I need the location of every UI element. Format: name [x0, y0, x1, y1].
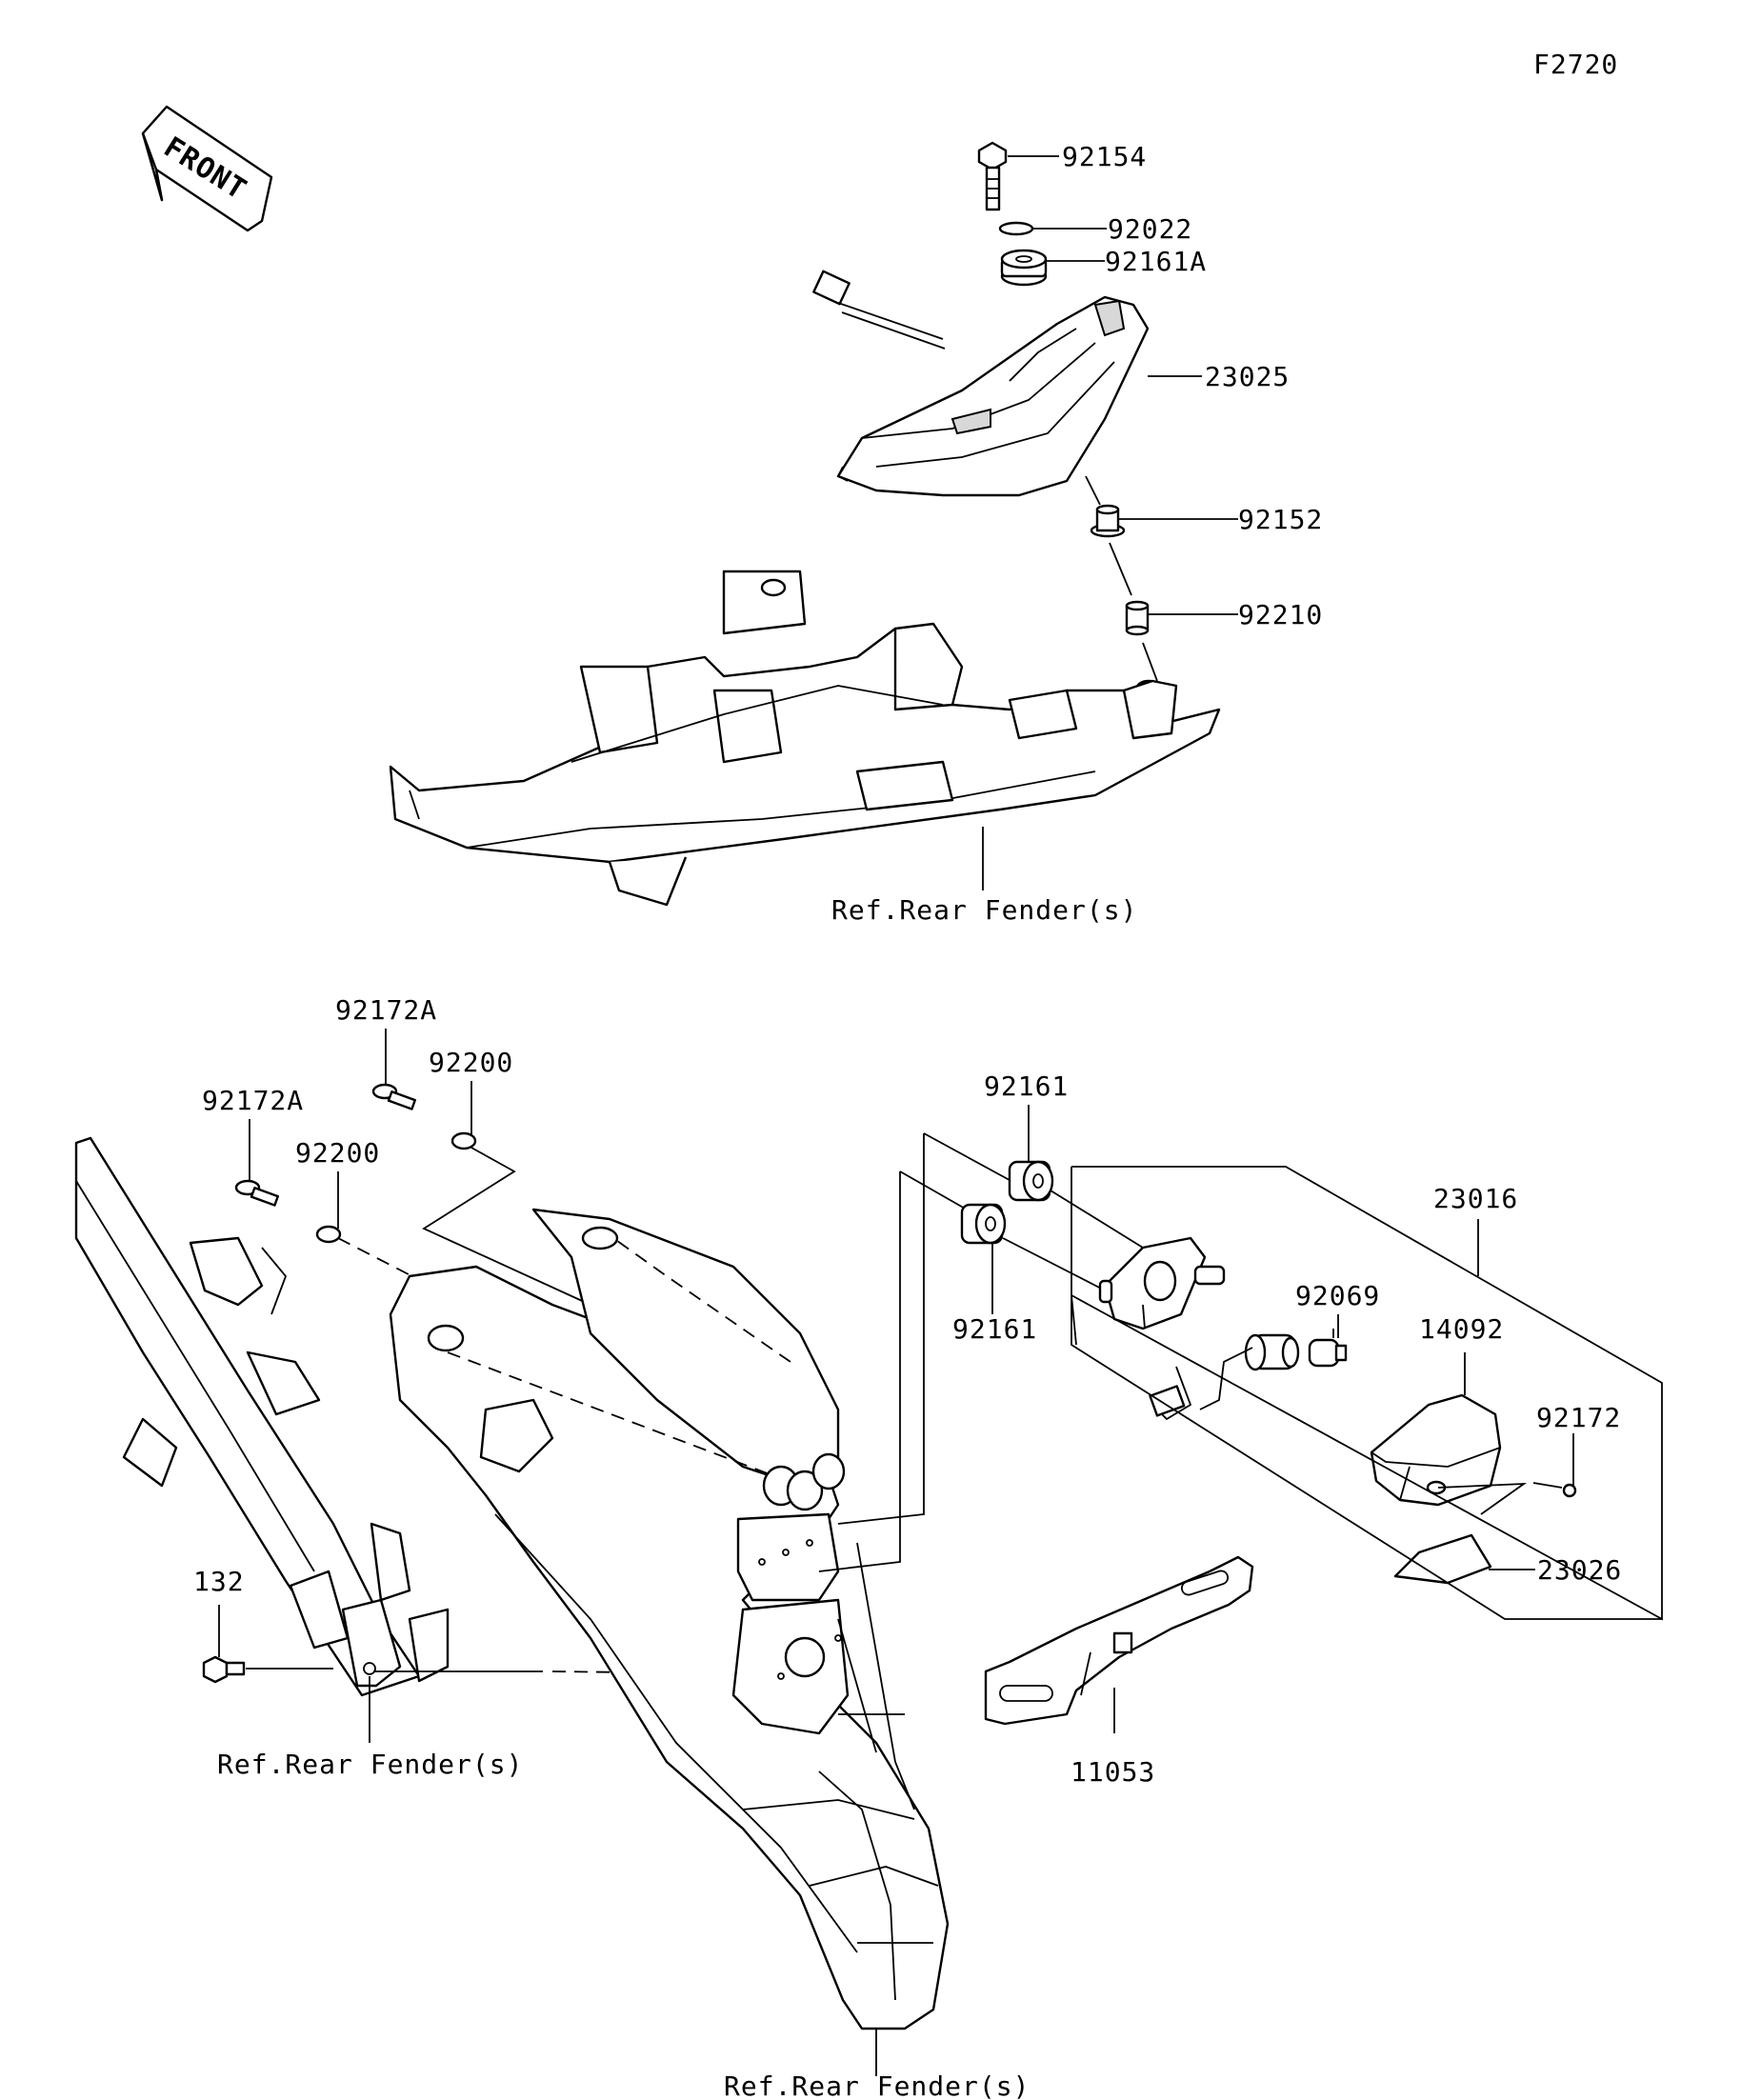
- tail-lamp-23025: [812, 270, 1150, 497]
- lamp-cover-14092: [1370, 1393, 1502, 1507]
- lamp-socket: [1098, 1236, 1226, 1330]
- lens-23026: [1393, 1533, 1492, 1585]
- label-92172: 92172: [1536, 1402, 1621, 1433]
- rear-fender-upper: [389, 570, 1221, 907]
- bulb-92069: [1308, 1338, 1348, 1368]
- label-ref-fender-bottom: Ref.Rear Fender(s): [724, 2070, 1030, 2100]
- bolt-92154: [977, 141, 1008, 211]
- washer-92200-lower: [315, 1225, 342, 1244]
- grommet-92161A: [1000, 249, 1048, 287]
- label-132: 132: [193, 1566, 245, 1597]
- collar-92152: [1090, 504, 1126, 538]
- rear-fender-main: [389, 1208, 950, 2030]
- label-14092: 14092: [1419, 1313, 1504, 1345]
- license-bracket-11053: [984, 1555, 1254, 1726]
- bolt-132: [202, 1655, 246, 1684]
- front-arrow-icon: FRONT: [141, 105, 273, 232]
- label-23016: 23016: [1433, 1183, 1518, 1214]
- label-92152: 92152: [1238, 504, 1323, 535]
- group-box-23016: [1071, 1166, 1663, 1621]
- diagram-code: F2720: [1533, 49, 1618, 80]
- screw-92172A-lower: [234, 1179, 280, 1207]
- label-92172A-upper: 92172A: [335, 994, 437, 1026]
- label-ref-fender-top: Ref.Rear Fender(s): [831, 894, 1137, 926]
- label-11053: 11053: [1071, 1756, 1155, 1788]
- washer-92200-upper: [450, 1131, 477, 1150]
- label-92210: 92210: [1238, 599, 1323, 630]
- label-23025: 23025: [1205, 361, 1290, 392]
- label-ref-fender-left: Ref.Rear Fender(s): [217, 1749, 523, 1780]
- screw-92172: [1532, 1482, 1577, 1498]
- label-92161A: 92161A: [1105, 246, 1207, 277]
- label-92161-lower: 92161: [952, 1313, 1037, 1345]
- grommet-92161-lower: [960, 1203, 1007, 1245]
- screw-92172A-upper: [371, 1083, 417, 1110]
- label-92200-lower: 92200: [295, 1137, 380, 1169]
- label-92200-upper: 92200: [429, 1047, 513, 1078]
- bulb-socket: [1149, 1333, 1300, 1421]
- label-92161-upper: 92161: [984, 1070, 1069, 1102]
- label-92069: 92069: [1295, 1280, 1380, 1311]
- label-92154: 92154: [1062, 141, 1147, 172]
- rear-frame: [74, 1136, 450, 1697]
- washer-92022: [998, 221, 1034, 236]
- grommet-92161-upper: [1008, 1160, 1054, 1202]
- spacer-92210: [1125, 600, 1150, 636]
- label-92172A-lower: 92172A: [202, 1085, 304, 1116]
- label-92022: 92022: [1108, 213, 1192, 245]
- label-23026: 23026: [1537, 1554, 1622, 1586]
